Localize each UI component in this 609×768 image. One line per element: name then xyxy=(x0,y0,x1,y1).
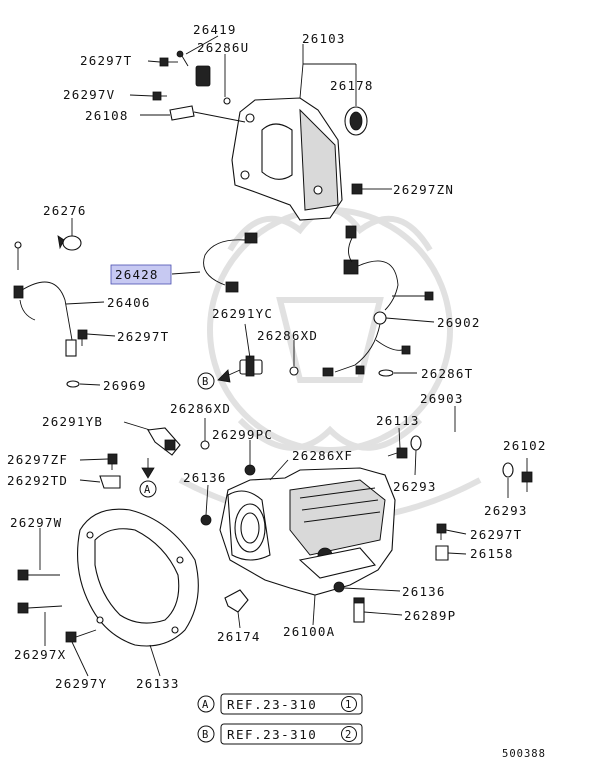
label-26428[interactable]: 26428 xyxy=(115,267,159,282)
leader-lines xyxy=(39,35,528,677)
plug-26299PC xyxy=(244,464,256,476)
o-ring-26969 xyxy=(66,380,80,388)
arrow-to-A xyxy=(141,458,155,479)
reference-A-marker: A xyxy=(202,699,209,711)
clamp-26276 xyxy=(57,235,82,251)
reference-B-text: REF.23-310 xyxy=(227,727,317,742)
label-26289P[interactable]: 26289P xyxy=(404,608,456,623)
fitting-26113 xyxy=(387,447,408,459)
cable-26406 xyxy=(13,241,77,357)
diagram-code: 500388 xyxy=(502,748,546,760)
bolt-26297V xyxy=(152,91,167,101)
label-26293-b[interactable]: 26293 xyxy=(484,503,528,518)
label-26136-top[interactable]: 26136 xyxy=(183,470,227,485)
reference-row-A[interactable]: A REF.23-310 1 xyxy=(197,693,363,715)
label-26133[interactable]: 26133 xyxy=(136,676,180,691)
label-26291YB[interactable]: 26291YB xyxy=(42,414,103,429)
label-26299PC[interactable]: 26299PC xyxy=(212,427,273,442)
harness-26902 xyxy=(322,225,434,377)
label-26113[interactable]: 26113 xyxy=(376,413,420,428)
label-26297ZF[interactable]: 26297ZF xyxy=(7,452,68,467)
label-26297T-right[interactable]: 26297T xyxy=(470,527,522,542)
label-26292TD[interactable]: 26292TD xyxy=(7,473,68,488)
label-26297T-top[interactable]: 26297T xyxy=(80,53,132,68)
label-26902[interactable]: 26902 xyxy=(437,315,481,330)
converter-housing xyxy=(77,508,199,647)
label-26158[interactable]: 26158 xyxy=(470,546,514,561)
marker-A-text: A xyxy=(144,484,151,496)
label-26174[interactable]: 26174 xyxy=(217,629,261,644)
o-ring-26286U xyxy=(223,97,231,105)
bolt-26297T-right xyxy=(436,523,447,540)
label-26276[interactable]: 26276 xyxy=(43,203,87,218)
plug-26136-bot xyxy=(333,581,345,593)
reference-B-marker: B xyxy=(202,729,209,741)
bolt-26297ZN xyxy=(351,183,378,195)
reference-B-index: 2 xyxy=(345,729,352,741)
adapter-housing xyxy=(231,97,343,221)
label-26100A[interactable]: 26100A xyxy=(283,624,335,639)
bolt-26297T-top xyxy=(159,57,178,67)
label-26406[interactable]: 26406 xyxy=(107,295,151,310)
label-26286U[interactable]: 26286U xyxy=(197,40,249,55)
label-26136-bot[interactable]: 26136 xyxy=(402,584,446,599)
label-26297X[interactable]: 26297X xyxy=(14,647,66,662)
pipe-26289P xyxy=(353,597,365,623)
speed-sensor xyxy=(176,50,211,87)
fitting-26102 xyxy=(521,471,533,492)
reference-A-text: REF.23-310 xyxy=(227,697,317,712)
part-labels: 26419 26286U 26103 26297T 26178 26297V 2… xyxy=(7,22,547,691)
marker-A[interactable]: A xyxy=(139,480,157,498)
reference-row-B[interactable]: B REF.23-310 2 xyxy=(197,723,363,745)
arrow-to-B xyxy=(217,369,241,383)
label-26969[interactable]: 26969 xyxy=(103,378,147,393)
label-26903[interactable]: 26903 xyxy=(420,391,464,406)
fitting-26291YB xyxy=(147,427,181,456)
label-26103[interactable]: 26103 xyxy=(302,31,346,46)
clamp-26293-b xyxy=(502,462,514,478)
marker-B-text: B xyxy=(202,376,209,388)
bracket-26174 xyxy=(224,589,249,613)
label-26297V[interactable]: 26297V xyxy=(63,87,115,102)
label-26419[interactable]: 26419 xyxy=(193,22,237,37)
label-26291YC[interactable]: 26291YC xyxy=(212,306,273,321)
bolt-26297T-left xyxy=(77,329,88,346)
label-26297Y[interactable]: 26297Y xyxy=(55,676,107,691)
label-26297ZN[interactable]: 26297ZN xyxy=(393,182,454,197)
bolt-26297W xyxy=(17,569,60,581)
highlight-26428 xyxy=(110,264,172,285)
clamp-26293-a xyxy=(410,435,422,451)
label-26286XD-mid[interactable]: 26286XD xyxy=(257,328,318,343)
bracket-26108 xyxy=(169,105,195,121)
o-ring-26286XD-low xyxy=(200,440,210,450)
label-26102[interactable]: 26102 xyxy=(503,438,547,453)
label-26297W[interactable]: 26297W xyxy=(10,515,62,530)
reference-A-index: 1 xyxy=(345,699,352,711)
hose-26903 xyxy=(419,431,507,470)
harness-26428 xyxy=(203,232,258,293)
label-26286T[interactable]: 26286T xyxy=(421,366,473,381)
label-26297T-left[interactable]: 26297T xyxy=(117,329,169,344)
marker-B[interactable]: B xyxy=(197,372,215,390)
plug-26136-top xyxy=(200,514,212,526)
bolt-26297X xyxy=(17,602,63,614)
bracket-26292TD xyxy=(99,475,121,489)
label-26286XD-low[interactable]: 26286XD xyxy=(170,401,231,416)
oil-seal xyxy=(344,106,368,136)
reference-legend: A REF.23-310 1 B REF.23-310 2 xyxy=(197,693,363,745)
o-ring-26286T xyxy=(378,369,394,377)
bolt-26297ZF xyxy=(107,453,118,470)
bolt-26297Y xyxy=(65,629,97,643)
label-26286XF[interactable]: 26286XF xyxy=(292,448,353,463)
bracket-26158 xyxy=(435,545,449,561)
label-26293-a[interactable]: 26293 xyxy=(393,479,437,494)
label-26108[interactable]: 26108 xyxy=(85,108,129,123)
label-26178[interactable]: 26178 xyxy=(330,78,374,93)
o-ring-26286XD-mid xyxy=(289,366,299,376)
transmission-case xyxy=(219,467,396,596)
connector-26291YC xyxy=(239,355,263,377)
